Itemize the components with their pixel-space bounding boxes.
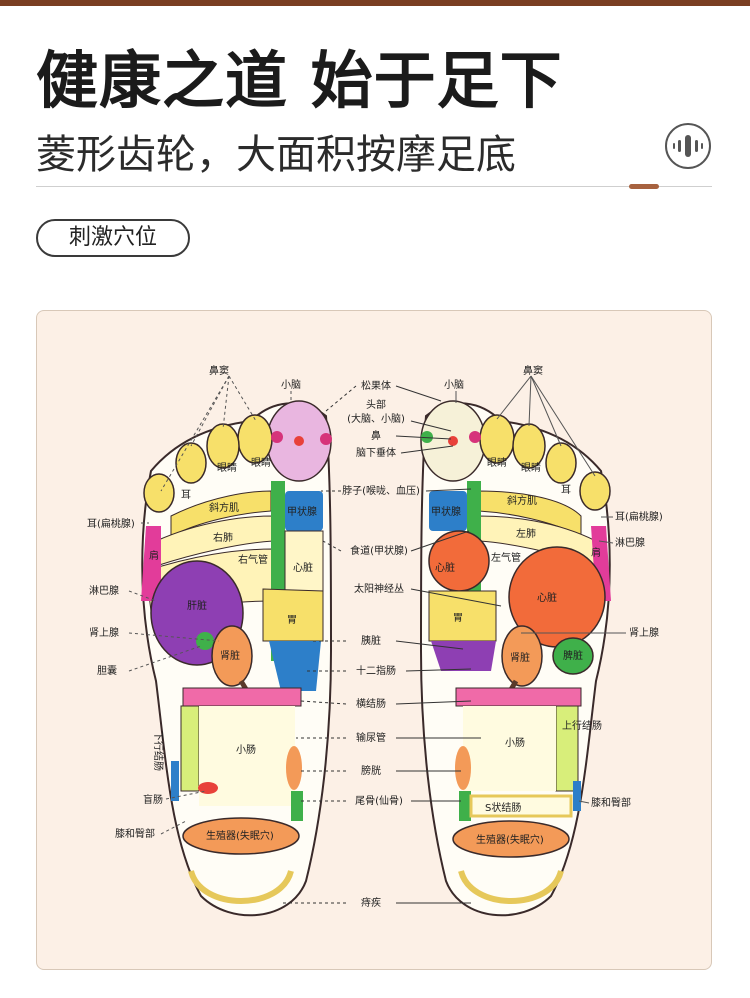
center-leader-lines [281, 385, 502, 904]
label-sinus-right: 鼻窦 [523, 364, 543, 377]
left-side-leader-lines [128, 375, 292, 835]
left-region-label: 甲状腺 [287, 505, 317, 518]
left-foot [141, 400, 333, 917]
divider-accent [629, 184, 659, 189]
right-region-label: 眼睛 [487, 457, 507, 469]
right-region-label: 脾脏 [563, 649, 583, 662]
right-region-label: 甲状腺 [431, 505, 461, 518]
right-region-label: S状结肠 [485, 801, 521, 814]
right-region-label: 肾脏 [510, 651, 530, 664]
top-accent-bar [0, 0, 750, 6]
foot-map-svg: 耳 眼睛 眼睛 斜方肌 右肺 右气管 肩 甲状腺 心脏 肝脏 肾脏 胃 下行结肠… [87, 364, 663, 917]
label-knee-right: 膝和臀部 [591, 796, 631, 809]
page-subtitle: 菱形齿轮，大面积按摩足底 [36, 132, 516, 178]
label-lymph-right: 淋巴腺 [615, 536, 645, 549]
label-esophagus: 食道(甲状腺) [350, 544, 408, 557]
label-cecum: 盲肠 [143, 793, 163, 806]
left-region-label: 生殖器(失眠穴) [206, 829, 274, 842]
foot-reflexology-diagram: 耳 眼睛 眼睛 斜方肌 右肺 右气管 肩 甲状腺 心脏 肝脏 肾脏 胃 下行结肠… [36, 310, 712, 970]
left-region-label: 右肺 [213, 531, 233, 544]
right-region-label: 小肠 [505, 737, 525, 749]
label-cerebellum-left: 小脑 [281, 378, 301, 391]
label-ear-right: 耳(扁桃腺) [615, 510, 663, 523]
right-region-label: 左肺 [516, 527, 536, 540]
left-region-label: 肝脏 [187, 599, 207, 612]
label-neck: 脖子(喉咙、血压) [342, 484, 420, 497]
right-region-label: 左气管 [491, 551, 521, 564]
label-ear-left: 耳(扁桃腺) [87, 517, 135, 530]
label-hemorrhoids: 痔疾 [361, 896, 381, 909]
label-pineal: 松果体 [361, 379, 391, 392]
label-ureter: 输尿管 [356, 731, 386, 744]
left-region-label: 耳 [181, 489, 191, 501]
right-region-label: 生殖器(失眠穴) [476, 833, 544, 846]
label-knee-left: 膝和臀部 [115, 827, 155, 840]
label-nose: 鼻 [371, 429, 381, 442]
left-region-label: 下行结肠 [152, 731, 165, 771]
left-region-label: 斜方肌 [209, 501, 239, 514]
label-adrenal-right: 肾上腺 [629, 626, 659, 639]
label-coccyx: 尾骨(仙骨) [355, 794, 403, 807]
right-region-label: 耳 [561, 484, 571, 496]
sound-wave-icon[interactable] [664, 122, 712, 170]
page-title: 健康之道 始于足下 [36, 44, 563, 117]
left-region-label: 肩 [149, 549, 159, 562]
center-labels: 松果体 头部 (大脑、小脑) 鼻 脑下垂体 脖子(喉咙、血压) 食道(甲状腺) … [342, 379, 420, 909]
right-region-label: 胃 [453, 612, 463, 624]
left-region-label: 肾脏 [220, 649, 240, 662]
left-region-label: 心脏 [293, 561, 313, 574]
label-bladder: 膀胱 [361, 764, 381, 777]
label-transverse-colon: 横结肠 [356, 697, 386, 710]
header-divider [36, 186, 712, 187]
label-solar-plexus: 太阳神经丛 [354, 582, 404, 595]
right-region-label: 心脏 [435, 561, 455, 574]
left-region-label: 小肠 [236, 744, 256, 756]
right-foot-region-labels: 眼睛 眼睛 耳 斜方肌 左肺 左气管 肩 甲状腺 心脏 心脏 胃 肾脏 脾脏 上… [431, 457, 602, 846]
acupoint-tag: 刺激穴位 [36, 219, 190, 257]
label-pituitary: 脑下垂体 [356, 446, 396, 459]
label-cerebellum-right: 小脑 [444, 378, 464, 391]
left-region-label: 胃 [287, 614, 297, 626]
left-region-label: 右气管 [238, 553, 268, 566]
label-sinus-left: 鼻窦 [209, 364, 229, 377]
label-duodenum: 十二指肠 [356, 664, 396, 677]
left-region-label: 眼睛 [217, 462, 237, 474]
label-lymph-left: 淋巴腺 [89, 584, 119, 597]
right-side-leader-lines [455, 375, 626, 804]
right-region-label: 心脏 [537, 591, 557, 604]
label-adrenal-left: 肾上腺 [89, 626, 119, 639]
left-side-labels: 鼻窦 小脑 耳(扁桃腺) 淋巴腺 肾上腺 胆囊 盲肠 膝和臀部 [87, 364, 301, 840]
label-gallbladder: 胆囊 [97, 664, 117, 677]
right-region-label: 眼睛 [521, 462, 541, 474]
left-foot-region-labels: 耳 眼睛 眼睛 斜方肌 右肺 右气管 肩 甲状腺 心脏 肝脏 肾脏 胃 下行结肠… [149, 457, 317, 842]
left-region-label: 眼睛 [251, 457, 271, 469]
label-pancreas: 胰脏 [361, 634, 381, 647]
label-brain: (大脑、小脑) [347, 412, 405, 425]
label-head: 头部 [366, 398, 386, 411]
right-region-label: 肩 [591, 546, 601, 559]
right-side-labels: 小脑 鼻窦 耳(扁桃腺) 淋巴腺 肾上腺 膝和臀部 [444, 364, 663, 809]
right-region-label: 斜方肌 [507, 494, 537, 507]
right-region-label: 上行结肠 [562, 719, 602, 732]
